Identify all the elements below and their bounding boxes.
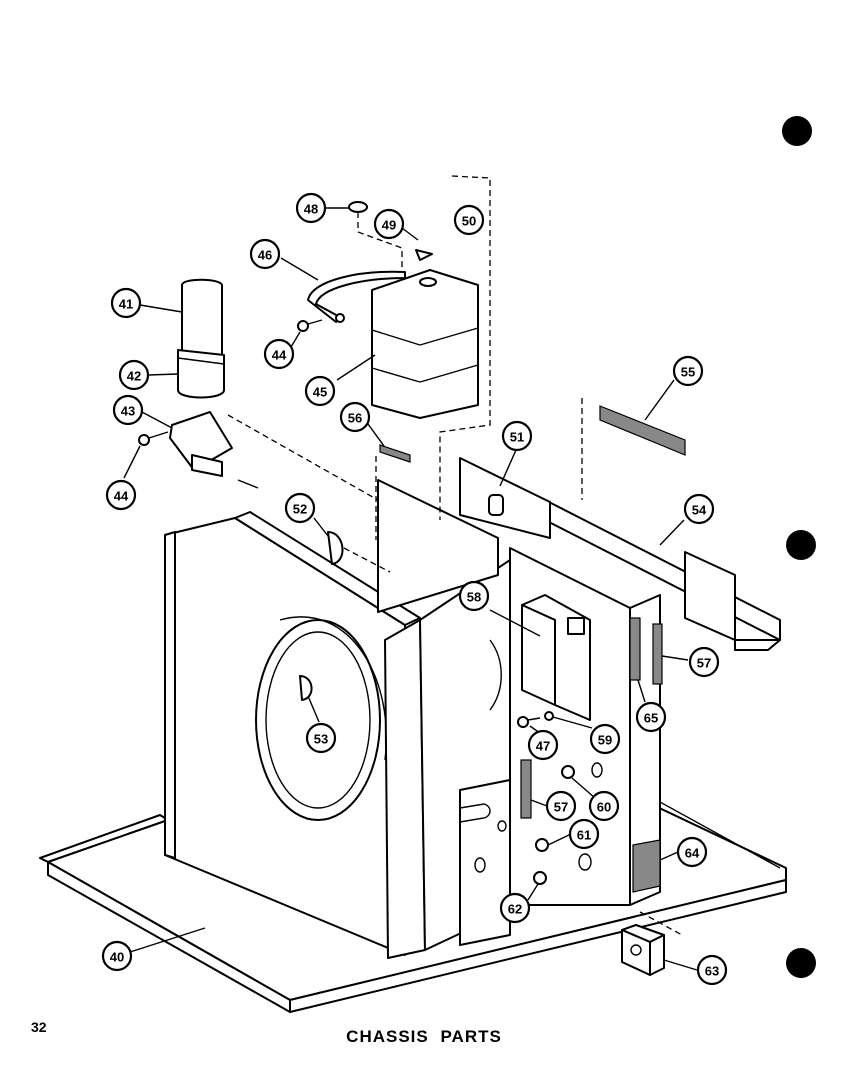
callout-54: 54	[683, 493, 715, 525]
callout-50: 50	[453, 204, 485, 236]
callout-42: 42	[118, 359, 150, 391]
insulation-strip-65	[629, 617, 641, 681]
callout-46: 46	[249, 238, 281, 270]
insulation-pad-64	[632, 839, 661, 893]
page-number: 32	[31, 1019, 47, 1035]
reservoir-strap	[307, 270, 406, 323]
grommet-62	[533, 871, 547, 885]
binder-hole-bottom	[786, 948, 816, 978]
svg-text:63: 63	[705, 964, 719, 979]
svg-text:45: 45	[313, 385, 327, 400]
svg-text:51: 51	[510, 430, 524, 445]
svg-text:60: 60	[597, 800, 611, 815]
assembly-line-cap	[357, 212, 403, 272]
svg-text:52: 52	[293, 502, 307, 517]
svg-text:53: 53	[314, 732, 328, 747]
damper-sleeve	[177, 349, 225, 399]
callout-52: 52	[284, 492, 316, 524]
binder-hole-top	[782, 116, 812, 146]
assembly-line-tube	[439, 175, 491, 520]
svg-text:47: 47	[536, 739, 550, 754]
callout-43: 43	[112, 394, 144, 426]
screw-47	[517, 716, 529, 728]
svg-text:64: 64	[685, 846, 700, 861]
callout-51: 51	[501, 420, 533, 452]
binder-hole-middle	[786, 530, 816, 560]
callout-57-center: 57	[545, 790, 577, 822]
svg-text:48: 48	[304, 202, 318, 217]
svg-text:61: 61	[577, 828, 591, 843]
callout-45: 45	[304, 375, 336, 407]
svg-text:54: 54	[692, 503, 707, 518]
assembly-line-spacer	[639, 911, 683, 936]
callout-40: 40	[101, 940, 133, 972]
svg-text:65: 65	[644, 711, 658, 726]
assembly-line-clip	[227, 414, 379, 501]
svg-text:62: 62	[508, 902, 522, 917]
svg-text:43: 43	[121, 404, 135, 419]
washer	[415, 249, 433, 261]
washer-59	[544, 711, 554, 721]
drain-tube	[426, 175, 451, 240]
callout-55: 55	[672, 355, 704, 387]
callout-57-right: 57	[688, 646, 720, 678]
svg-text:56: 56	[348, 411, 362, 426]
insulation-strip-56	[379, 444, 411, 463]
svg-text:55: 55	[681, 365, 695, 380]
callout-60: 60	[588, 790, 620, 822]
page-title: CHASSIS PARTS	[346, 1027, 502, 1046]
svg-text:59: 59	[598, 733, 612, 748]
svg-text:46: 46	[258, 248, 272, 263]
callout-59: 59	[589, 723, 621, 755]
hole-2	[578, 853, 592, 871]
callout-58: 58	[458, 580, 490, 612]
svg-text:40: 40	[110, 950, 124, 965]
screw-upper	[297, 319, 323, 332]
grommet-61	[535, 838, 549, 852]
callout-44-upper: 44	[263, 338, 295, 370]
insulation-strip-55	[599, 405, 686, 456]
callout-41: 41	[110, 287, 142, 319]
mounting-clip	[169, 411, 259, 489]
svg-text:44: 44	[114, 489, 129, 504]
callout-49: 49	[373, 208, 405, 240]
svg-text:42: 42	[127, 369, 141, 384]
callout-53: 53	[305, 722, 337, 754]
blower-housing	[164, 511, 421, 956]
callout-56: 56	[339, 401, 371, 433]
svg-text:50: 50	[462, 214, 476, 229]
callout-47: 47	[527, 729, 559, 761]
svg-text:58: 58	[467, 590, 481, 605]
assembly-line-grommet	[343, 547, 391, 573]
callout-48: 48	[295, 192, 327, 224]
insulation-strip-57b	[520, 759, 532, 819]
callout-63: 63	[696, 954, 728, 986]
callout-44-lower: 44	[105, 479, 137, 511]
control-panel-bracket	[544, 499, 781, 651]
svg-text:49: 49	[382, 218, 396, 233]
screw-lower	[138, 431, 169, 446]
mounting-bracket	[459, 457, 551, 539]
callout-62: 62	[499, 892, 531, 924]
grommet-60	[561, 765, 575, 779]
insulation-strip-57a	[652, 623, 663, 685]
hole-1	[591, 762, 603, 778]
grommet-53	[299, 675, 313, 701]
callout-65: 65	[635, 701, 667, 733]
water-reservoir	[371, 269, 479, 419]
callout-64: 64	[676, 836, 708, 868]
hole-4	[497, 820, 507, 832]
relay-module	[521, 594, 591, 721]
grommet-52	[327, 531, 344, 565]
svg-text:57: 57	[554, 800, 568, 815]
reservoir-cap	[348, 201, 368, 213]
svg-text:41: 41	[119, 297, 133, 312]
hole-3	[474, 857, 486, 873]
spacer-block	[621, 924, 665, 976]
svg-text:44: 44	[272, 348, 287, 363]
svg-text:57: 57	[697, 656, 711, 671]
callout-61: 61	[568, 818, 600, 850]
